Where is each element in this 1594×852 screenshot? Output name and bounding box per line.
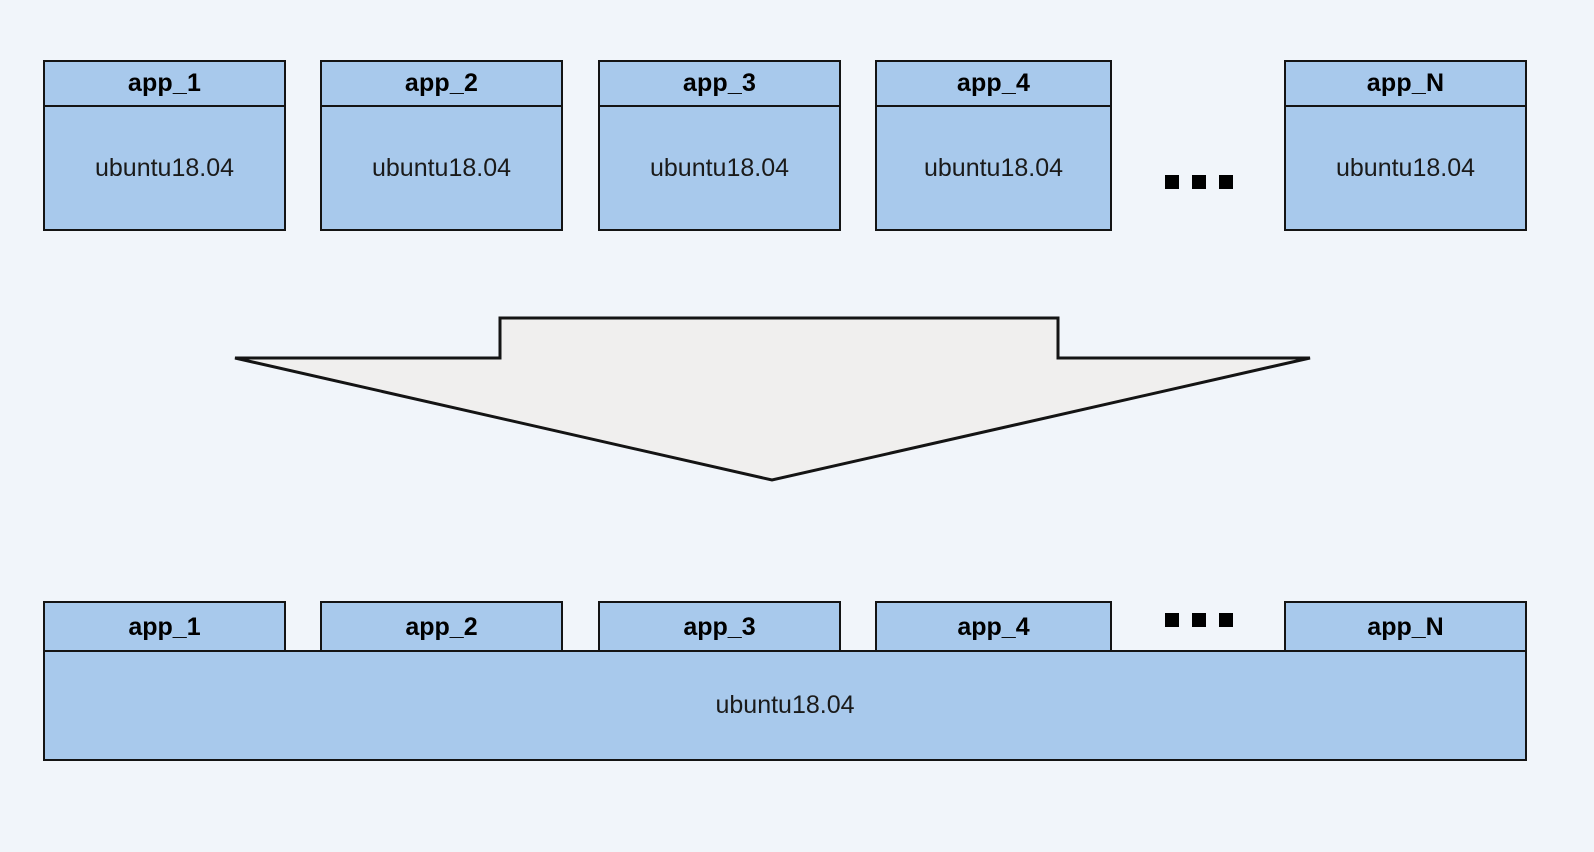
host-os-bar[interactable]: ubuntu18.04 [43,650,1527,761]
ellipsis-dot [1165,613,1179,627]
ellipsis-dot [1192,613,1206,627]
vm-box-app-1-os: ubuntu18.04 [94,153,235,182]
vm-box-app-4[interactable]: app_4 ubuntu18.04 [875,60,1112,231]
host-tab-app-3[interactable]: app_3 [598,601,841,652]
vm-box-app-4-os: ubuntu18.04 [923,153,1064,182]
bottom-row-ellipsis-icon [1165,613,1233,627]
host-tab-app-2[interactable]: app_2 [320,601,563,652]
host-tab-app-4[interactable]: app_4 [875,601,1112,652]
ellipsis-dot [1219,613,1233,627]
host-os-label: ubuntu18.04 [715,691,855,719]
vm-box-app-n-title: app_N [1286,62,1525,107]
vm-box-app-3[interactable]: app_3 ubuntu18.04 [598,60,841,231]
vm-box-app-2-os: ubuntu18.04 [371,153,512,182]
vm-box-app-4-title: app_4 [877,62,1110,107]
vm-box-app-1[interactable]: app_1 ubuntu18.04 [43,60,286,231]
ellipsis-dot [1219,175,1233,189]
ellipsis-dot [1165,175,1179,189]
top-row-ellipsis-icon [1165,175,1233,189]
vm-box-app-3-title: app_3 [600,62,839,107]
down-arrow-icon [225,308,1325,493]
vm-box-app-1-title: app_1 [45,62,284,107]
vm-box-app-n-os: ubuntu18.04 [1335,153,1476,182]
host-tab-app-n[interactable]: app_N [1284,601,1527,652]
host-tab-app-1[interactable]: app_1 [43,601,286,652]
vm-box-app-2[interactable]: app_2 ubuntu18.04 [320,60,563,231]
vm-box-app-3-os: ubuntu18.04 [649,153,790,182]
vm-box-app-n[interactable]: app_N ubuntu18.04 [1284,60,1527,231]
vm-box-app-2-title: app_2 [322,62,561,107]
ellipsis-dot [1192,175,1206,189]
